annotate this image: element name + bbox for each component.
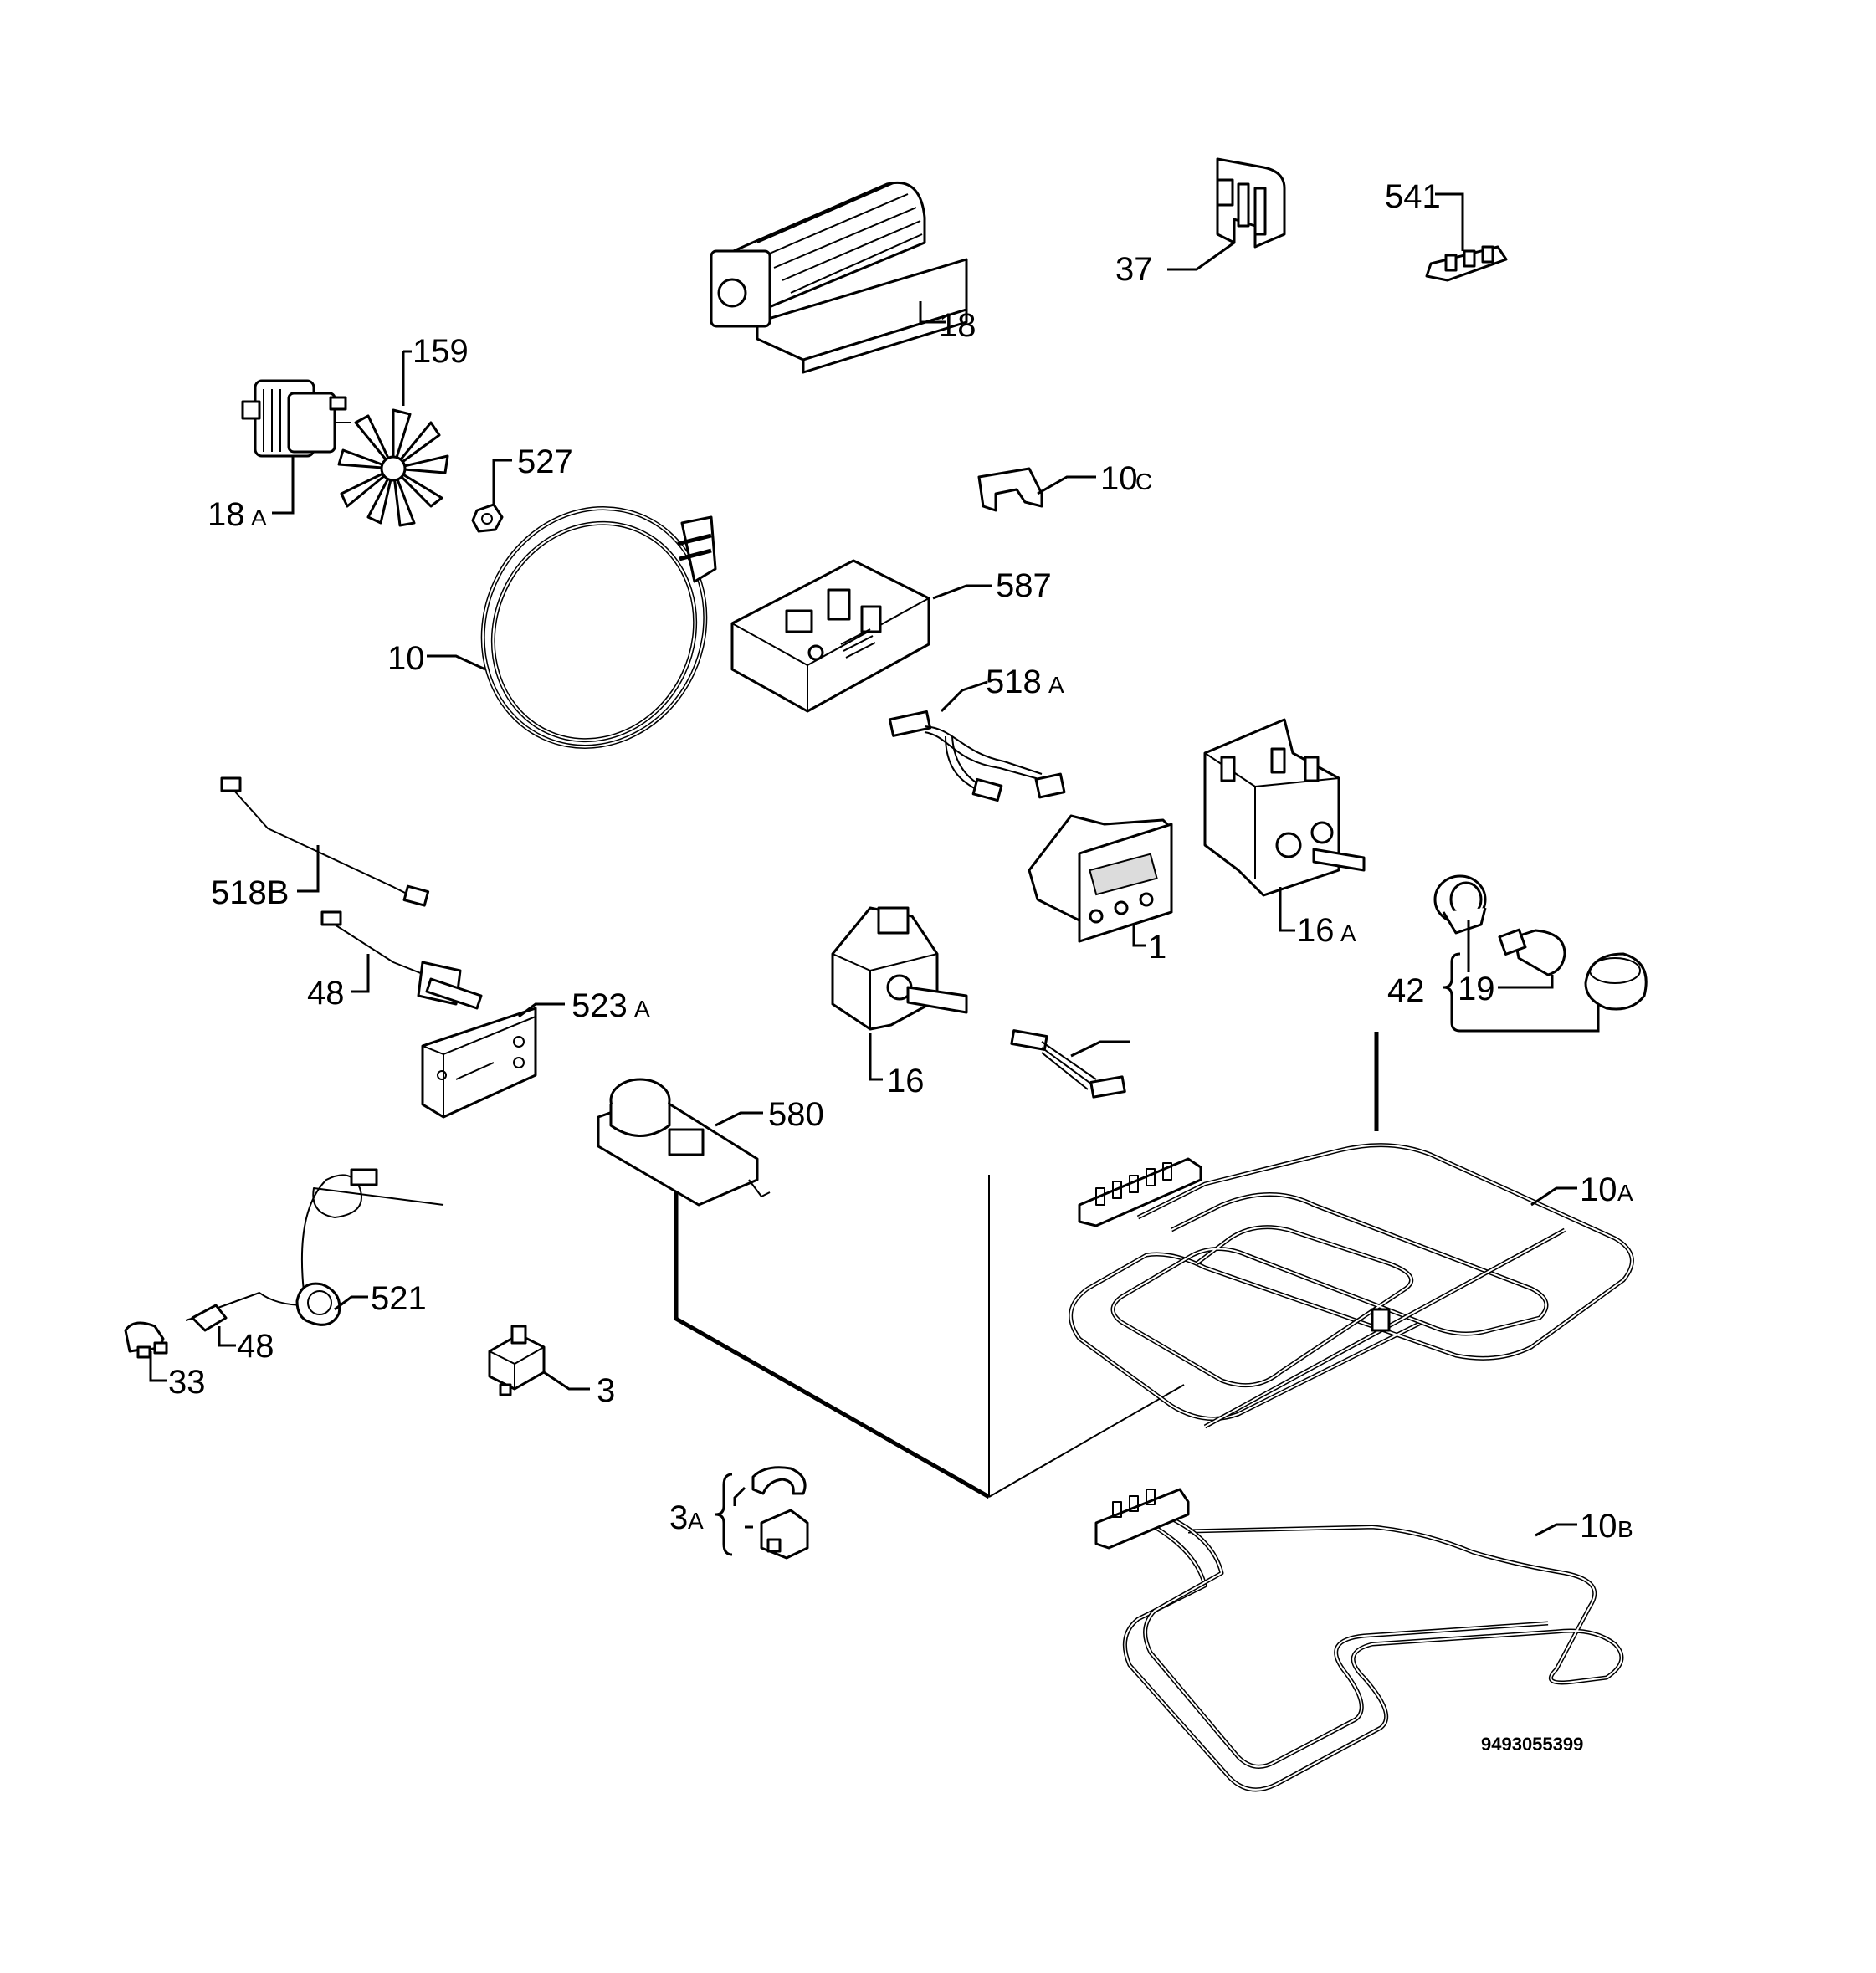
label-523A-number: 523 xyxy=(572,987,628,1024)
label-10A-number: 10 xyxy=(1580,1171,1617,1208)
temperature-sensor-top xyxy=(320,910,483,1010)
label-159: 159 xyxy=(413,333,469,370)
tangential-fan xyxy=(710,181,968,374)
oven-frame xyxy=(674,1032,1379,1499)
wiring-harness-a xyxy=(888,680,1066,802)
wiring-cable-b xyxy=(220,776,430,907)
label-16A-suffix: A xyxy=(1340,920,1356,946)
fan-blade xyxy=(337,350,449,527)
label-527: 527 xyxy=(517,443,573,480)
label-580: 580 xyxy=(768,1096,824,1133)
label-10B-number: 10 xyxy=(1580,1508,1617,1545)
label-523A-suffix: A xyxy=(634,996,650,1022)
label-10: 10 xyxy=(387,640,425,677)
selector-switch-a xyxy=(1203,718,1366,932)
bottom-heating-element xyxy=(1094,1488,1624,1792)
label-3A-number: 3 xyxy=(669,1499,688,1536)
label-18: 18 xyxy=(939,307,976,344)
label-3: 3 xyxy=(597,1372,615,1409)
electronic-control-board xyxy=(730,559,992,713)
ribbon-cable xyxy=(1010,1029,1130,1099)
selector-switch xyxy=(831,906,968,1081)
circular-heating-element xyxy=(427,506,717,749)
label-518A-suffix: A xyxy=(1048,672,1064,698)
label-16A-number: 16 xyxy=(1297,912,1335,949)
label-518A-number: 518 xyxy=(986,664,1042,700)
thermal-cutout xyxy=(488,1325,590,1396)
label-10B-suffix: B xyxy=(1617,1516,1633,1542)
timer-module xyxy=(597,1078,771,1207)
label-541: 541 xyxy=(1385,178,1441,215)
label-48-top: 48 xyxy=(307,975,345,1012)
label-10C-number: 10 xyxy=(1100,460,1138,497)
document-code: 9493055399 xyxy=(1481,1734,1583,1755)
label-10A-suffix: A xyxy=(1617,1180,1633,1206)
fan-nut xyxy=(471,459,512,533)
label-42: 42 xyxy=(1387,972,1425,1009)
label-33: 33 xyxy=(168,1364,206,1401)
label-3A-suffix: A xyxy=(688,1508,704,1534)
fan-motor xyxy=(241,379,351,515)
display-panel xyxy=(1028,814,1173,947)
element-bracket xyxy=(977,467,1096,512)
label-48-bottom: 48 xyxy=(237,1328,274,1365)
label-37: 37 xyxy=(1115,251,1153,288)
label-18A-number: 18 xyxy=(208,496,245,533)
label-19: 19 xyxy=(1458,971,1495,1007)
label-587: 587 xyxy=(996,567,1052,604)
grill-heating-element xyxy=(1069,1143,1634,1429)
switch-bracket xyxy=(1167,157,1286,271)
mounting-bracket xyxy=(421,1002,565,1119)
oven-lamp-assembly xyxy=(1433,874,1648,1033)
label-16: 16 xyxy=(887,1063,925,1099)
label-1: 1 xyxy=(1148,929,1166,966)
label-518B: 518B xyxy=(211,874,289,911)
thermostat-capillary xyxy=(124,1168,444,1382)
label-18A-suffix: A xyxy=(251,505,267,530)
label-10C-suffix: C xyxy=(1135,469,1152,495)
label-521: 521 xyxy=(371,1280,427,1317)
thermal-cutout-clips xyxy=(715,1466,809,1560)
terminal-connector xyxy=(1425,192,1508,282)
